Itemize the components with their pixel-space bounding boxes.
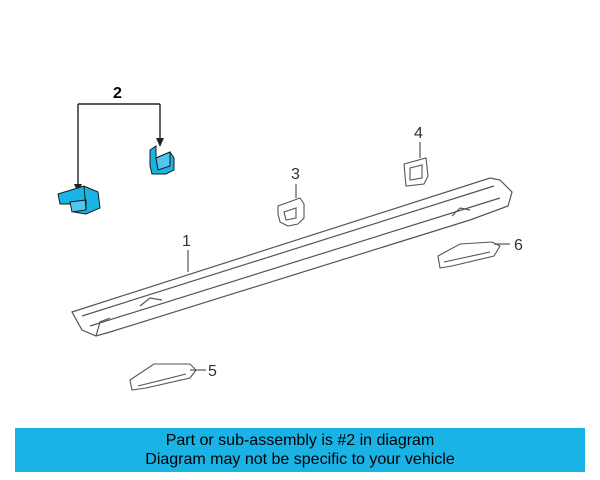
part-4-clip [403,157,429,187]
callout-2-bracket [77,103,161,186]
part-1-rocker-panel [71,177,513,337]
banner-line-1: Part or sub-assembly is #2 in diagram [165,432,435,449]
callout-2-arrow-right [156,138,164,147]
callout-6-label: 6 [514,237,523,254]
part-6-trim [437,241,501,269]
callout-1-label: 1 [182,233,191,250]
part-5-trim [129,363,197,391]
part-2-clip-right [149,145,175,175]
callout-4-label: 4 [414,125,423,142]
callout-5-label: 5 [208,363,217,380]
part-3-bracket [277,197,305,227]
info-banner: Part or sub-assembly is #2 in diagram Di… [15,428,585,472]
banner-line-2: Diagram may not be specific to your vehi… [145,451,455,468]
part-2-clip-left [57,185,101,215]
callout-3-label: 3 [291,166,300,183]
callout-2-label: 2 [113,85,122,102]
